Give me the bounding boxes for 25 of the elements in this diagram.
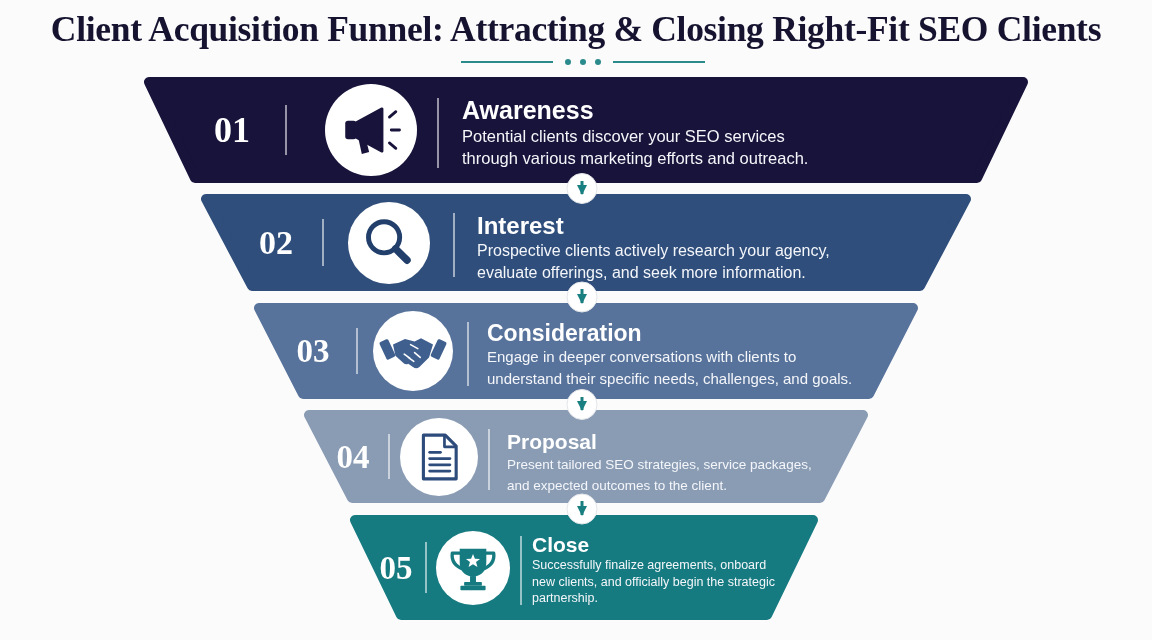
- stage-description: Successfully finalize agreements, onboard new clients, and officially begin the strategic partnership.: [532, 557, 776, 607]
- funnel-stage: [252, 303, 920, 399]
- funnel-stage: [142, 77, 1030, 183]
- stage-description: Present tailored SEO strategies, service packages, and expected outcomes to the client.: [507, 456, 813, 496]
- stage-title: Consideration: [487, 320, 643, 347]
- funnel-stage: [199, 194, 973, 291]
- step-number: 04: [336, 440, 370, 473]
- stage-title: Awareness: [462, 96, 595, 125]
- stage-title: Close: [532, 533, 591, 558]
- funnel-stage: [348, 515, 820, 620]
- arrow: [577, 181, 587, 195]
- stage-title: Proposal: [507, 430, 598, 455]
- title: Client Acquisition Funnel: Attracting & Closing Right-Fit SEO Clients: [50, 9, 1102, 50]
- arrow: [577, 289, 587, 304]
- stage-description: Potential clients discover your SEO services through various marketing efforts and outreach.: [462, 125, 810, 169]
- stage-title: Interest: [477, 212, 565, 240]
- step-number: 03: [296, 334, 330, 368]
- stage-description: Engage in deeper conversations with clients to understand their specific needs, challenges, and goals.: [487, 347, 854, 390]
- stage-description: Prospective clients actively research your agency, evaluate offerings, and seek more information.: [477, 240, 831, 283]
- step-number: 05: [379, 551, 413, 584]
- step-number: 02: [259, 225, 293, 260]
- arrow: [577, 501, 587, 516]
- step-number: 01: [214, 112, 250, 148]
- funnel-stage: [302, 410, 870, 503]
- arrow: [577, 397, 587, 411]
